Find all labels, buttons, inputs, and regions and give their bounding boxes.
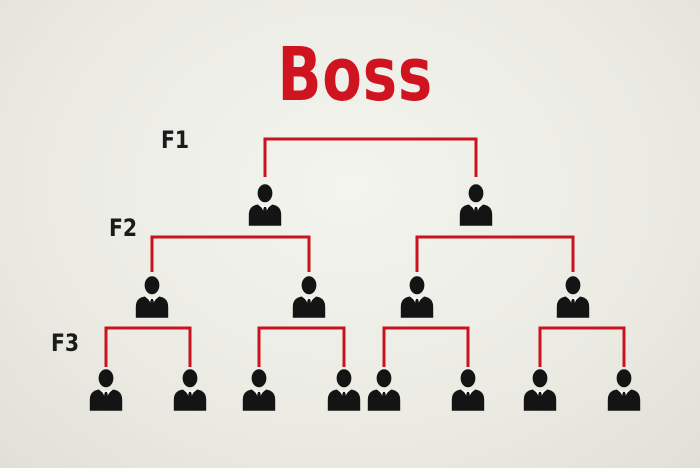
businessman-icon bbox=[451, 369, 485, 411]
level-label-f2: F2 bbox=[109, 214, 138, 242]
connector-line bbox=[415, 235, 575, 272]
businessman-icon bbox=[459, 184, 493, 226]
boss-title: Boss bbox=[277, 32, 434, 118]
businessman-icon bbox=[292, 276, 326, 318]
level-label-f3: F3 bbox=[51, 329, 80, 357]
businessman-icon bbox=[89, 369, 123, 411]
businessman-icon bbox=[607, 369, 641, 411]
businessman-icon bbox=[400, 276, 434, 318]
connector-line bbox=[263, 137, 478, 177]
businessman-icon bbox=[242, 369, 276, 411]
connector-line bbox=[257, 326, 346, 367]
level-label-f1: F1 bbox=[161, 126, 190, 154]
businessman-icon bbox=[523, 369, 557, 411]
businessman-icon bbox=[173, 369, 207, 411]
connector-line bbox=[104, 326, 192, 367]
connector-line bbox=[382, 326, 470, 367]
connector-line bbox=[150, 235, 311, 272]
businessman-icon bbox=[367, 369, 401, 411]
connector-line bbox=[538, 326, 626, 367]
businessman-icon bbox=[556, 276, 590, 318]
businessman-icon bbox=[248, 184, 282, 226]
businessman-icon bbox=[327, 369, 361, 411]
businessman-icon bbox=[135, 276, 169, 318]
